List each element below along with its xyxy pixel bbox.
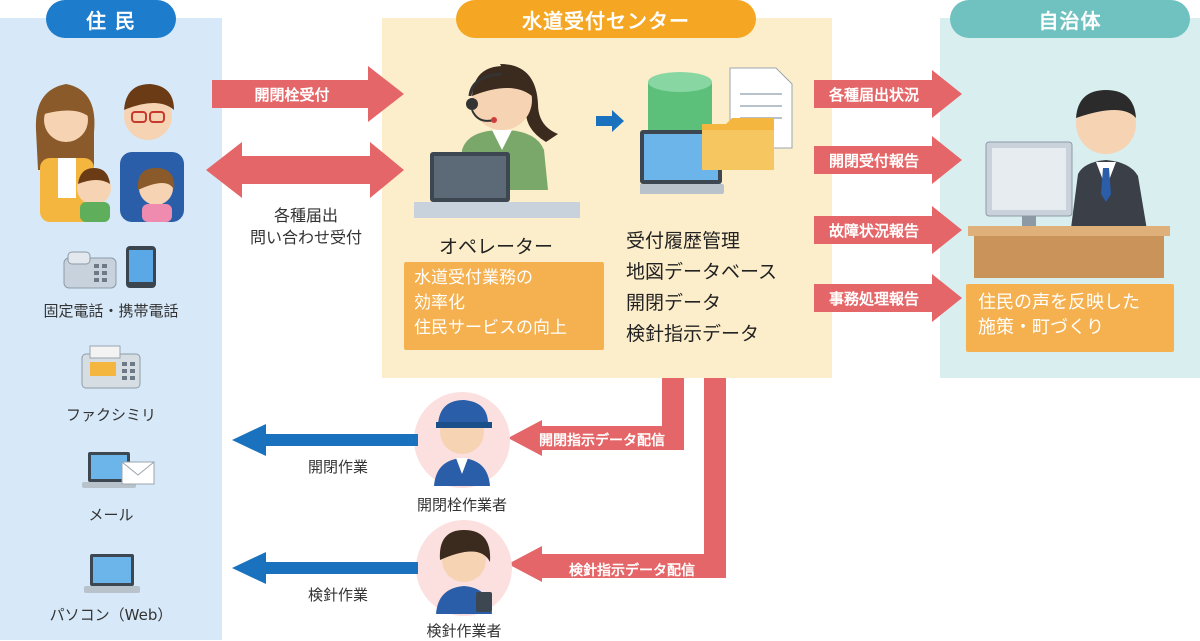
benefit-line-1: 水道受付業務の bbox=[414, 268, 533, 288]
laptop-icon bbox=[84, 554, 140, 593]
benefit-line-2: 効率化 bbox=[414, 293, 465, 313]
mail-label: メール bbox=[88, 506, 134, 524]
valve-reception-arrow bbox=[212, 66, 404, 122]
phone-icon bbox=[63, 246, 156, 289]
report-label-4: 事務処理報告 bbox=[828, 290, 919, 308]
outcome-line-2: 施策・町づくり bbox=[978, 317, 1104, 338]
benefit-line-3: 住民サービスの向上 bbox=[414, 318, 567, 338]
outcome-box: 住民の声を反映した 施策・町づくり bbox=[966, 284, 1174, 352]
valve-worker-label: 開閉栓作業者 bbox=[416, 496, 507, 514]
report-arrow-4 bbox=[814, 274, 962, 322]
report-arrow-2 bbox=[814, 136, 962, 184]
valve-worker-icon bbox=[414, 392, 510, 488]
valve-reception-label: 開閉栓受付 bbox=[254, 86, 330, 104]
report-label-3: 故障状況報告 bbox=[828, 222, 919, 240]
report-arrow-3 bbox=[814, 206, 962, 254]
folder-icon bbox=[702, 118, 774, 170]
meter-work-arrow bbox=[232, 552, 418, 584]
resident-header: 住 民 bbox=[46, 0, 176, 38]
municipality-header: 自治体 bbox=[950, 0, 1190, 38]
outcome-line-1: 住民の声を反映した bbox=[978, 292, 1140, 313]
benefits-box: 水道受付業務の 効率化 住民サービスの向上 bbox=[404, 262, 604, 350]
inquiry-label-2: 問い合わせ受付 bbox=[249, 228, 362, 247]
official-icon bbox=[968, 90, 1170, 278]
meter-worker-label: 検針作業者 bbox=[426, 622, 502, 640]
meter-delivery-label: 検針指示データ配信 bbox=[569, 563, 695, 579]
phone-label: 固定電話・携帯電話 bbox=[43, 302, 179, 320]
mail-laptop-icon bbox=[82, 452, 155, 488]
fax-label: ファクシミリ bbox=[65, 406, 156, 424]
valve-delivery-label: 開閉指示データ配信 bbox=[539, 433, 665, 449]
inquiry-label-1: 各種届出 bbox=[273, 206, 338, 225]
valve-work-label: 開閉作業 bbox=[307, 458, 368, 476]
system-flow-arrow bbox=[596, 110, 624, 132]
valve-delivery-arrow bbox=[508, 378, 684, 456]
fax-icon bbox=[81, 345, 141, 389]
report-label-2: 開閉受付報告 bbox=[828, 152, 919, 170]
valve-work-arrow bbox=[232, 424, 418, 456]
meter-worker-icon bbox=[416, 520, 512, 616]
operator-icon bbox=[414, 64, 580, 218]
report-label-1: 各種届出状況 bbox=[828, 86, 919, 104]
pc-label: パソコン（Web） bbox=[49, 606, 173, 624]
center-header: 水道受付センター bbox=[456, 0, 756, 38]
operator-label: オペレーター bbox=[438, 236, 553, 258]
report-arrow-1 bbox=[814, 70, 962, 118]
inquiry-arrow bbox=[206, 142, 404, 198]
system-list: 受付履歴管理 地図データベース 開閉データ 検針指示データ bbox=[626, 226, 777, 350]
system-item-valve-data: 開閉データ bbox=[626, 292, 722, 314]
system-item-map-db: 地図データベース bbox=[626, 261, 778, 283]
meter-delivery-arrow bbox=[508, 378, 726, 582]
system-item-history: 受付履歴管理 bbox=[626, 230, 741, 252]
meter-work-label: 検針作業 bbox=[307, 586, 368, 604]
system-item-meter-data: 検針指示データ bbox=[626, 323, 760, 345]
family-icon bbox=[35, 84, 184, 222]
